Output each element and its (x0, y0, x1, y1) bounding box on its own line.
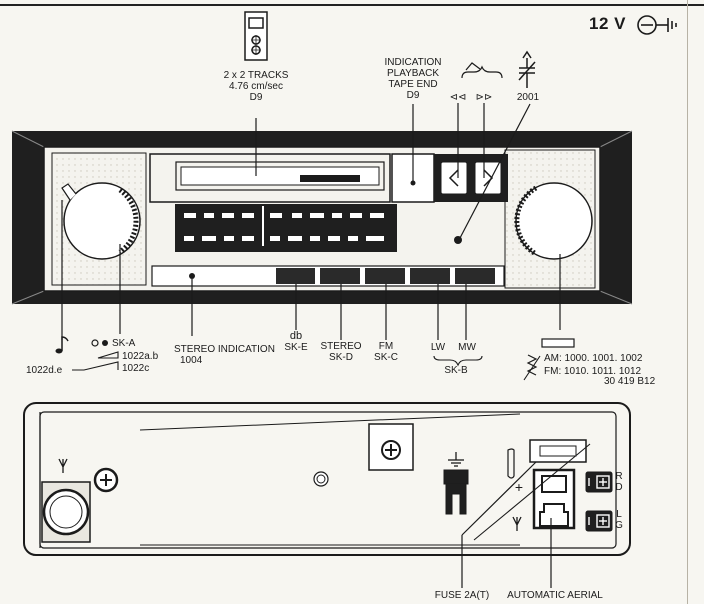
fuse-label: FUSE 2A(T) (434, 590, 490, 601)
volume-code-label: 1022d.e (26, 365, 63, 376)
supply-voltage-label: 12 V (589, 14, 626, 33)
am-codes-label: AM: 1000. 1001. 1002 (544, 353, 643, 364)
sk-d-text: SK-D (329, 352, 353, 363)
code-1022ab-label: 1022a.b (122, 351, 159, 362)
top-rule (0, 4, 704, 6)
connector-l-label: L (616, 509, 622, 520)
linear-potentiometer-icon (72, 361, 119, 371)
sk-c-text: SK-C (374, 352, 398, 363)
ground-icon (637, 15, 677, 35)
stereo-indication-label: STEREO INDICATION 1004 (174, 344, 275, 366)
plus-terminal-label: + (514, 479, 524, 495)
fm-codes-label: FM: 1010. 1011. 1012 (544, 366, 642, 377)
tracks-line-1: 2 x 2 TRACKS (223, 70, 289, 81)
antenna-icon (58, 458, 522, 531)
rear-chassis (23, 402, 631, 556)
tuning-knob (514, 182, 593, 260)
volume-knob (61, 182, 141, 260)
stereo-indication-text: STEREO INDICATION (174, 344, 275, 355)
db-label: db SK-E (278, 330, 314, 354)
drawing-number-label: 30 419 B12 (604, 376, 656, 387)
tracks-speed-line: 4.76 cm/sec (229, 81, 283, 92)
radio-front-panel (11, 130, 633, 305)
connector-g-label: G (615, 520, 623, 531)
leader-lines (61, 103, 561, 340)
indication-line-3: TAPE END (388, 79, 438, 90)
tuning-code-label: 2001 (516, 92, 540, 103)
indication-line-1: INDICATION (384, 57, 442, 68)
connector-plus-icons (588, 475, 610, 528)
bottom-leader-lines (461, 461, 552, 588)
stereo-indication-code: 1004 (180, 355, 203, 366)
transport-symbol (461, 62, 503, 79)
page-edge-line (687, 0, 688, 604)
music-note-icon (55, 336, 69, 354)
connector-d-label: D (615, 482, 623, 493)
switch-closed-icon (102, 340, 108, 346)
chassis-ground-icon (448, 452, 464, 467)
lamp-icon (541, 338, 575, 348)
mw-label: MW (458, 342, 476, 353)
tape-tracks-label: 2 x 2 TRACKS 4.76 cm/sec D9 (218, 70, 294, 103)
sk-e-text: SK-E (284, 342, 308, 353)
fm-text: FM (378, 341, 394, 352)
tuning-capacitor-icon (518, 50, 536, 88)
indication-line-4: D9 (406, 90, 420, 101)
tape-end-indication-label: INDICATION PLAYBACK TAPE END D9 (383, 57, 443, 101)
automatic-aerial-label: AUTOMATIC AERIAL (507, 590, 603, 601)
sk-b-label: SK-B (444, 365, 468, 376)
stereo-text: STEREO (320, 341, 362, 352)
log-potentiometer-icon (97, 351, 119, 359)
lw-label: LW (430, 342, 446, 353)
sk-b-brace (433, 355, 483, 367)
rewind-symbol: ⊲⊲ (449, 92, 467, 103)
tracks-code-line: D9 (249, 92, 263, 103)
indication-line-2: PLAYBACK (386, 68, 440, 79)
db-text: db (289, 330, 303, 342)
fm-button-label: FM SK-C (366, 341, 406, 363)
fast-forward-symbol: ⊳⊳ (475, 92, 493, 103)
switch-open-icon (91, 339, 99, 347)
sk-a-label: SK-A (112, 338, 136, 349)
connector-r-label: R (615, 471, 623, 482)
stereo-button-label: STEREO SK-D (316, 341, 366, 363)
code-1022c-label: 1022c (122, 363, 150, 374)
cassette-icon (244, 11, 268, 61)
